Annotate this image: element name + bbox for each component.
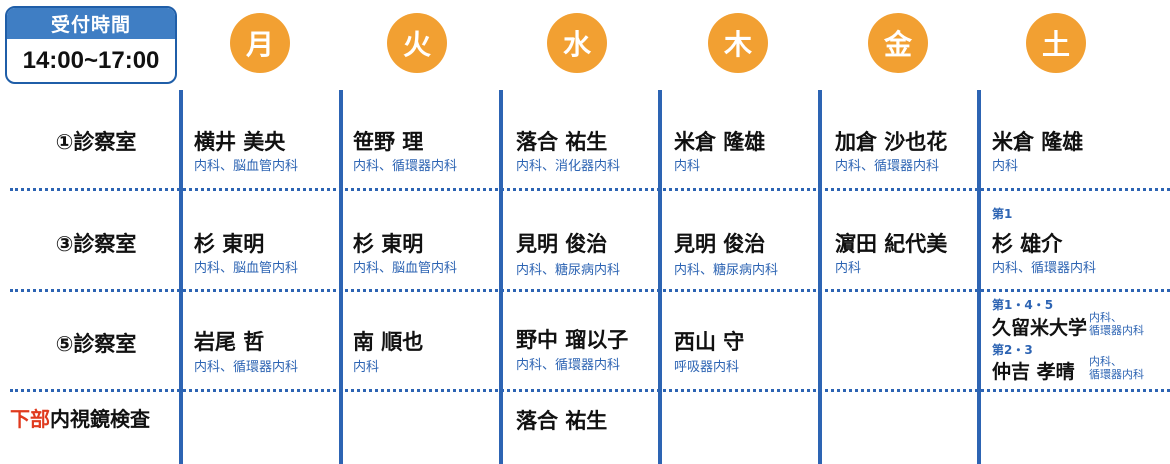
doctor-specialty: 内科、循環器内科: [835, 159, 940, 174]
room-1-label: ①診察室: [55, 130, 137, 154]
doctor-name: 杉 雄介: [992, 232, 1063, 256]
doctor-name: 見明 俊治: [674, 232, 766, 256]
doctor-name: 落合 祐生: [516, 130, 608, 154]
doctor-specialty: 内科、循環器内科: [516, 358, 621, 373]
column-divider: [977, 90, 981, 464]
column-divider: [658, 90, 662, 464]
endoscopy-text: 内視鏡検査: [50, 407, 150, 431]
doctor-specialty: 内科、糖尿病内科: [674, 263, 779, 278]
institution-name: 久留米大学: [992, 317, 1088, 339]
doctor-specialty: 内科: [835, 261, 862, 276]
doctor-specialty: 内科、循環器内科: [194, 360, 299, 375]
room-5-label: ⑤診察室: [55, 332, 137, 356]
day-tuesday: 火: [387, 13, 447, 73]
column-divider: [179, 90, 183, 464]
doctor-name: 横井 美央: [194, 130, 286, 154]
specialty-line: 循環器内科: [1089, 368, 1144, 381]
specialty-line: 内科、: [1089, 355, 1122, 368]
doctor-name: 米倉 隆雄: [992, 130, 1084, 154]
day-thursday: 木: [708, 13, 768, 73]
reception-hours: 14:00~17:00: [22, 46, 160, 74]
week-label: 第1・4・5: [992, 298, 1054, 312]
doctor-specialty: 内科、循環器内科: [353, 159, 458, 174]
doctor-name: 岩尾 哲: [194, 330, 265, 354]
doctor-name: 加倉 沙也花: [835, 130, 948, 154]
reception-title: 受付時間: [7, 8, 175, 39]
day-monday: 月: [230, 13, 290, 73]
doctor-specialty: 内科、脳血管内科: [194, 159, 299, 174]
doctor-name: 南 順也: [353, 330, 424, 354]
doctor-specialty: 内科、脳血管内科: [353, 261, 458, 276]
column-divider: [818, 90, 822, 464]
doctor-name: 米倉 隆雄: [674, 130, 766, 154]
row-divider: [10, 188, 1170, 191]
specialty-line: 循環器内科: [1089, 324, 1144, 337]
doctor-name: 濵田 紀代美: [835, 232, 948, 256]
doctor-name: 笹野 理: [353, 130, 424, 154]
day-wednesday: 水: [547, 13, 607, 73]
specialty-stack: 内科、 循環器内科: [1089, 311, 1144, 337]
column-divider: [339, 90, 343, 464]
row-divider: [10, 289, 1170, 292]
row-divider: [10, 389, 1170, 392]
doctor-specialty: 呼吸器内科: [674, 360, 740, 375]
doctor-specialty: 内科、消化器内科: [516, 159, 621, 174]
column-divider: [499, 90, 503, 464]
week-label: 第2・3: [992, 343, 1033, 357]
doctor-specialty: 内科: [992, 159, 1019, 174]
doctor-name: 杉 東明: [194, 232, 265, 256]
specialty-line: 内科、: [1089, 311, 1122, 324]
endoscopy-doctor: 落合 祐生: [516, 409, 608, 433]
reception-hours-box: 受付時間 14:00~17:00: [5, 6, 177, 84]
doctor-name: 杉 東明: [353, 232, 424, 256]
specialty-stack: 内科、 循環器内科: [1089, 355, 1144, 381]
doctor-name: 仲吉 孝晴: [992, 361, 1075, 383]
endoscopy-prefix: 下部: [10, 407, 50, 431]
day-saturday: 土: [1026, 13, 1086, 73]
day-friday: 金: [868, 13, 928, 73]
doctor-specialty: 内科: [353, 360, 380, 375]
doctor-specialty: 内科、循環器内科: [992, 261, 1097, 276]
week-label: 第1: [992, 207, 1013, 221]
doctor-specialty: 内科、脳血管内科: [194, 261, 299, 276]
doctor-name: 見明 俊治: [516, 232, 608, 256]
doctor-specialty: 内科、糖尿病内科: [516, 263, 621, 278]
doctor-name: 野中 瑠以子: [516, 328, 629, 352]
doctor-name: 西山 守: [674, 330, 745, 354]
room-3-label: ③診察室: [55, 232, 137, 256]
endoscopy-label: 下部内視鏡検査: [10, 403, 150, 432]
doctor-specialty: 内科: [674, 159, 701, 174]
